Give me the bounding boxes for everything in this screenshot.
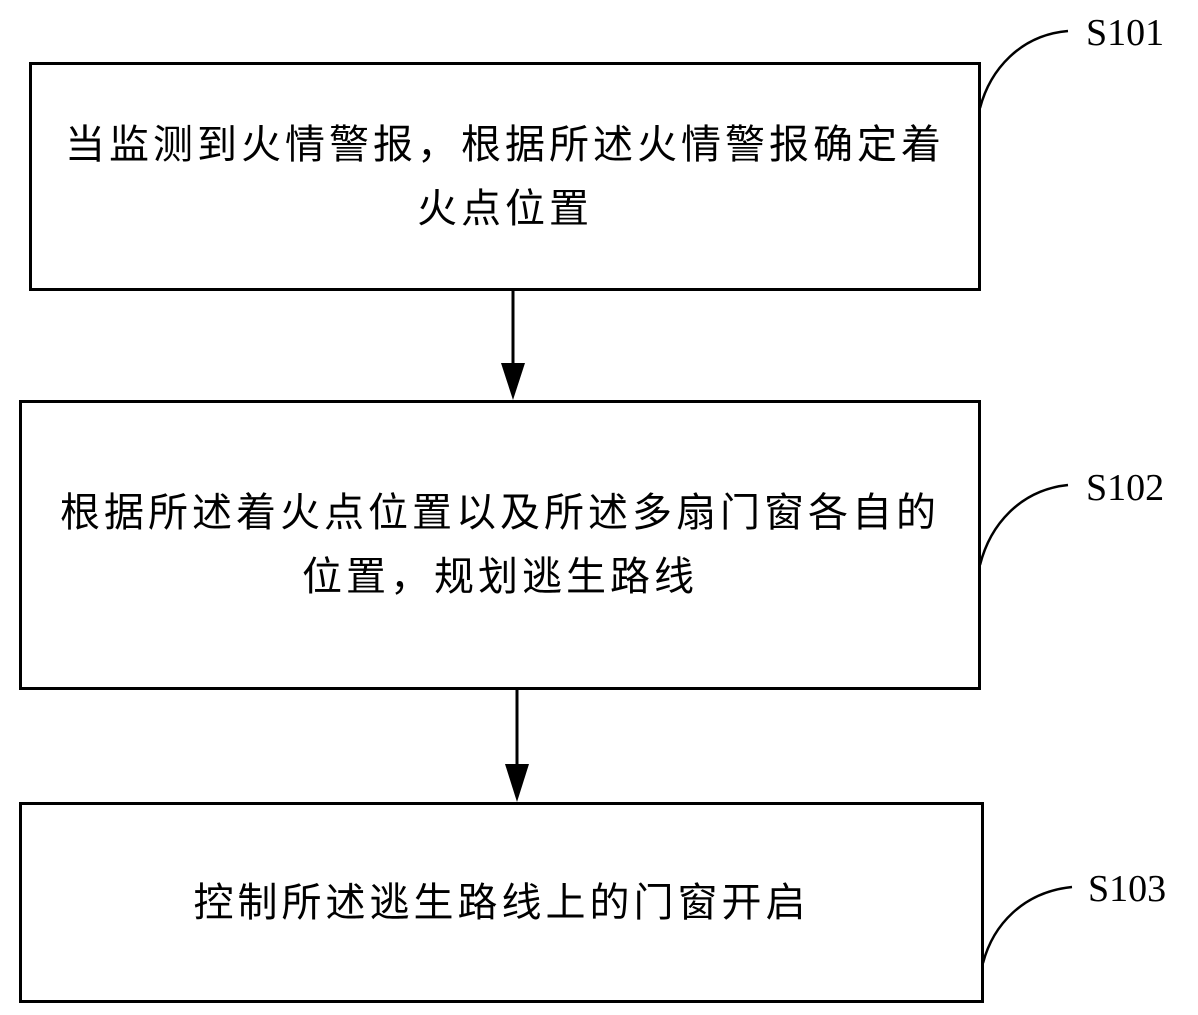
step-text-s102: 根据所述着火点位置以及所述多扇门窗各自的位置，规划逃生路线 bbox=[60, 490, 940, 600]
step-box-s101: 当监测到火情警报，根据所述火情警报确定着火点位置 bbox=[29, 62, 981, 291]
arrowhead-icon bbox=[505, 764, 529, 802]
arrow-s102-to-s103 bbox=[505, 689, 529, 802]
leader-line-s103 bbox=[981, 885, 1073, 964]
step-text-s103: 控制所述逃生路线上的门窗开启 bbox=[193, 879, 810, 926]
step-label-s103: S103 bbox=[1088, 868, 1167, 910]
step-text-s101: 当监测到火情警报，根据所述火情警报确定着火点位置 bbox=[65, 121, 945, 232]
leader-line-s102 bbox=[978, 483, 1069, 566]
step-label-s101: S101 bbox=[1086, 12, 1165, 54]
step-label-s102: S102 bbox=[1086, 467, 1165, 509]
step-box-s103: 控制所述逃生路线上的门窗开启 bbox=[19, 802, 984, 1003]
arrow-s101-to-s102 bbox=[501, 290, 525, 400]
leader-line-s101 bbox=[978, 29, 1069, 109]
arrowhead-icon bbox=[501, 363, 525, 400]
step-box-s102: 根据所述着火点位置以及所述多扇门窗各自的位置，规划逃生路线 bbox=[19, 400, 981, 690]
